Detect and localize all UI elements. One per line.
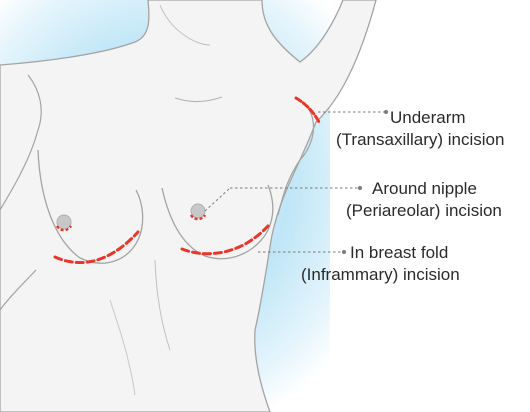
label-underarm: Underarm (Transaxillary) incision bbox=[336, 107, 504, 151]
label-nipple-subtitle: (Periareolar) incision bbox=[346, 200, 502, 222]
label-fold-title: In breast fold bbox=[301, 242, 460, 264]
label-underarm-title: Underarm bbox=[336, 107, 504, 129]
label-nipple: Around nipple (Periareolar) incision bbox=[346, 178, 502, 222]
label-underarm-subtitle: (Transaxillary) incision bbox=[336, 129, 504, 151]
label-nipple-title: Around nipple bbox=[346, 178, 502, 200]
label-fold-subtitle: (Inframmary) incision bbox=[301, 264, 460, 286]
label-fold: In breast fold (Inframmary) incision bbox=[301, 242, 460, 286]
